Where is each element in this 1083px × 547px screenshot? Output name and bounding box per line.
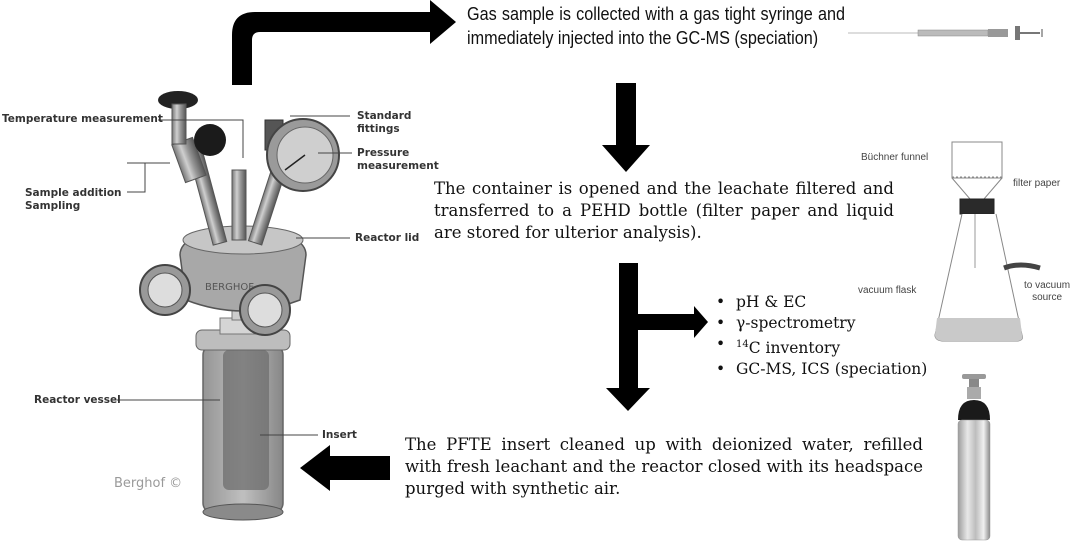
arrow-gas-to-container (602, 83, 650, 172)
label-to-vacuum-source: to vacuum source (1024, 280, 1070, 304)
analysis-item: pH & EC (714, 292, 927, 313)
step-leachate-filtering-text: The container is opened and the leachate… (434, 179, 894, 242)
analysis-item: γ-spectrometry (714, 313, 927, 334)
label-vacuum-flask: vacuum flask (858, 285, 917, 296)
copyright-watermark: Berghof © (114, 476, 183, 491)
label-reactor-lid: Reactor lid (355, 232, 420, 244)
arrow-reactor-to-gas (232, 0, 456, 85)
filtration-setup (934, 141, 1041, 342)
syringe-illustration (848, 26, 1043, 40)
label-reactor-vessel: Reactor vessel (34, 394, 121, 406)
step-gas-sampling-text: Gas sample is collected with a gas tight… (467, 4, 845, 48)
label-buchner-funnel: Büchner funnel (861, 152, 929, 163)
side-knob-right (239, 284, 291, 336)
arrow-container-to-insert (606, 263, 650, 411)
label-insert: Insert (322, 429, 357, 441)
brand-on-body: BERGHOF (205, 282, 254, 293)
label-temperature-measurement: Temperature measurement (2, 113, 163, 125)
arrows (232, 0, 708, 491)
step-insert-cleaning-text: The PFTE insert cleaned up with deionize… (405, 435, 923, 498)
arrow-branch-to-analyses (638, 306, 708, 338)
isotope-superscript: 14 (736, 339, 749, 350)
analysis-item: 14C inventory (714, 334, 927, 359)
label-standard-fittings-1: Standard fittings (357, 110, 417, 136)
analysis-item: GC-MS, ICS (speciation) (714, 359, 927, 380)
label-pressure-measurement: Pressure measurement (357, 147, 439, 172)
label-standard-fittings: Standard fittings (357, 110, 412, 135)
reactor-fittings (158, 91, 289, 246)
arrow-insert-to-reactor (300, 445, 390, 491)
gas-cylinder (957, 374, 991, 541)
pressure-gauge (266, 118, 340, 192)
label-filter-paper: filter paper (1013, 178, 1061, 189)
analysis-item-text: C inventory (748, 339, 841, 358)
label-sampling: Sampling (25, 200, 81, 212)
label-to-vacuum-line2: source (1032, 292, 1063, 303)
analyses-list: pH & EC γ-spectrometry 14C inventory GC-… (714, 292, 927, 380)
leader-lines (117, 115, 352, 436)
label-sample-addition: Sample addition (25, 187, 122, 199)
label-to-vacuum-line1: to vacuum (1024, 280, 1071, 291)
side-knob-left (139, 264, 191, 316)
